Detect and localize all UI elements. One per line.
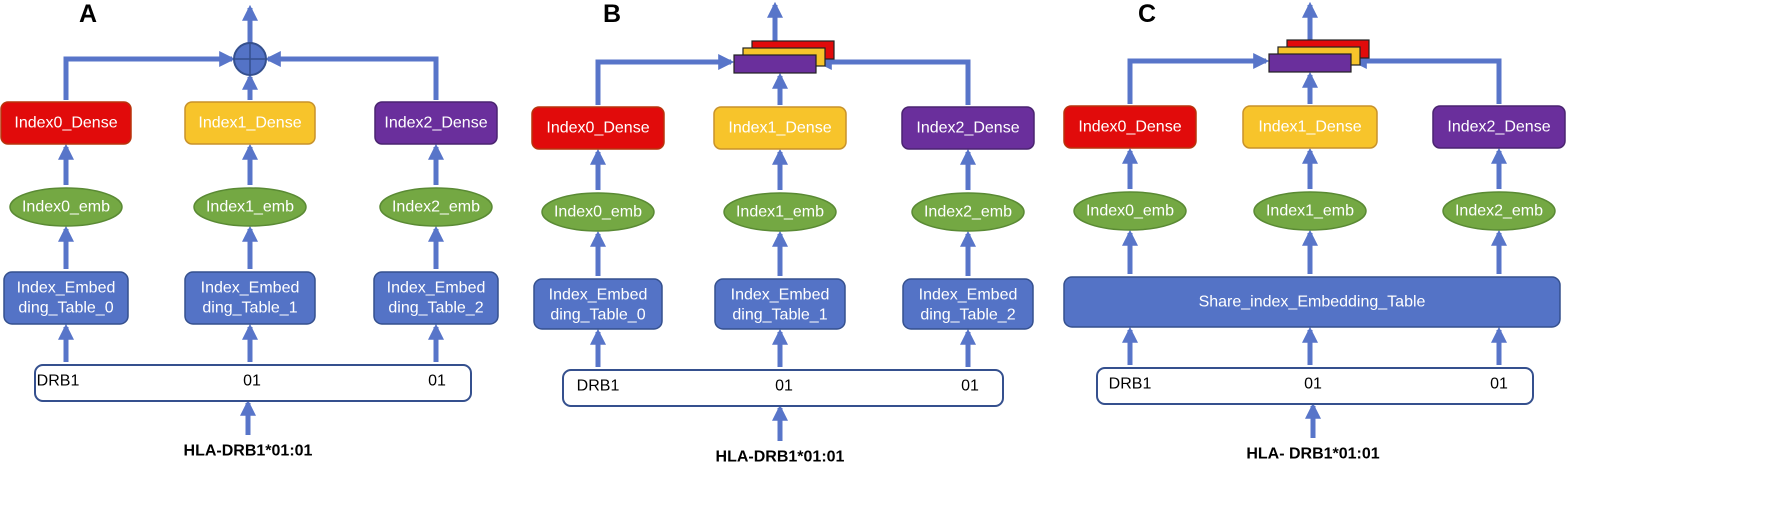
dense-label-0: Index0_Dense (14, 115, 117, 132)
input-token-box (1096, 367, 1534, 405)
concat-block-purple (733, 54, 817, 74)
input-token-box (34, 364, 472, 402)
dense-label-1: Index1_Dense (1258, 119, 1361, 136)
dense-label-2: Index2_Dense (384, 115, 487, 132)
embedding-table-label-line2-0: ding_Table_0 (18, 300, 113, 317)
embedding-label-0: Index0_emb (1086, 203, 1174, 220)
embedding-ellipse-2 (379, 187, 493, 227)
input-token-1: 01 (243, 373, 261, 390)
embedding-table-label-line2-2: ding_Table_2 (388, 300, 483, 317)
embedding-label-1: Index1_emb (736, 204, 824, 221)
dense-box-2 (901, 106, 1035, 150)
allele-caption: HLA- DRB1*01:01 (1246, 446, 1379, 463)
dense-box-1 (713, 106, 847, 150)
embedding-ellipse-0 (9, 187, 123, 227)
embedding-table-0 (533, 278, 663, 330)
dense-label-1: Index1_Dense (728, 120, 831, 137)
arrows-layer (57, 1, 1508, 441)
input-token-0: DRB1 (37, 373, 80, 390)
embedding-table-label-line2-2: ding_Table_2 (920, 307, 1015, 324)
embedding-table-1 (184, 271, 316, 325)
embedding-label-0: Index0_emb (554, 204, 642, 221)
dense-box-1 (184, 101, 316, 145)
embedding-table-2 (902, 278, 1034, 330)
input-token-2: 01 (1490, 376, 1508, 393)
panel-label: C (1138, 0, 1156, 28)
panel-label: B (603, 0, 621, 28)
embedding-ellipse-2 (911, 192, 1025, 232)
arrow-dense0-to-combine (595, 53, 735, 105)
embedding-table-label-line1-1: Index_Embed (201, 280, 300, 297)
dense-label-0: Index0_Dense (546, 120, 649, 137)
input-token-box (562, 369, 1004, 407)
embedding-table-label-line2-0: ding_Table_0 (550, 307, 645, 324)
concat-block-purple (1268, 53, 1352, 73)
embedding-ellipse-0 (1073, 191, 1187, 231)
dense-box-2 (1432, 105, 1566, 149)
embedding-table-label-line1-2: Index_Embed (387, 280, 486, 297)
embedding-table-label-line1-0: Index_Embed (549, 287, 648, 304)
input-token-0: DRB1 (577, 378, 620, 395)
dense-box-0 (531, 106, 665, 150)
embedding-table-label-line2-1: ding_Table_1 (732, 307, 827, 324)
embedding-table-label-line1-1: Index_Embed (731, 287, 830, 304)
dense-box-0 (0, 101, 132, 145)
embedding-label-0: Index0_emb (22, 199, 110, 216)
input-token-1: 01 (1304, 376, 1322, 393)
dense-box-1 (1242, 105, 1378, 149)
panel-b: B Index0_Dense Index1_Dense Index2_DenseInd… (531, 0, 1035, 466)
embedding-table-label-line2-1: ding_Table_1 (202, 300, 297, 317)
embedding-label-2: Index2_emb (924, 204, 1012, 221)
embedding-ellipse-1 (193, 187, 307, 227)
embedding-table-label-line1-2: Index_Embed (919, 287, 1018, 304)
dense-label-1: Index1_Dense (198, 115, 301, 132)
embedding-table-1 (714, 278, 846, 330)
input-token-2: 01 (428, 373, 446, 390)
panel-c: C Index0_Dense Index1_Dense Index2_DenseInd… (1063, 0, 1566, 463)
arrow-dense2-to-combine (815, 53, 971, 105)
panel-label: A (79, 0, 97, 28)
dense-box-2 (374, 101, 498, 145)
embedding-label-2: Index2_emb (1455, 203, 1543, 220)
embedding-ellipse-2 (1442, 191, 1556, 231)
arrow-dense0-to-combine (63, 50, 236, 100)
embedding-table-label-line1-0: Index_Embed (17, 280, 116, 297)
dense-label-0: Index0_Dense (1078, 119, 1181, 136)
input-token-0: DRB1 (1109, 376, 1152, 393)
embedding-label-1: Index1_emb (206, 199, 294, 216)
shared-embedding-table-label: Share_index_Embedding_Table (1199, 294, 1426, 311)
arrow-dense2-to-combine (1350, 52, 1502, 104)
input-token-2: 01 (961, 378, 979, 395)
embedding-ellipse-0 (541, 192, 655, 232)
panel-a: A Index0_Dense Index1_Dense Index2_DenseInd… (0, 0, 499, 460)
embedding-label-1: Index1_emb (1266, 203, 1354, 220)
embedding-table-2 (373, 271, 499, 325)
input-token-1: 01 (775, 378, 793, 395)
allele-caption: HLA-DRB1*01:01 (184, 443, 313, 460)
arrow-dense0-to-combine (1127, 52, 1270, 104)
embedding-table-0 (3, 271, 129, 325)
dense-label-2: Index2_Dense (916, 120, 1019, 137)
embedding-label-2: Index2_emb (392, 199, 480, 216)
embedding-ellipse-1 (1253, 191, 1367, 231)
embedding-ellipse-1 (723, 192, 837, 232)
dense-label-2: Index2_Dense (1447, 119, 1550, 136)
allele-caption: HLA-DRB1*01:01 (716, 449, 845, 466)
dense-box-0 (1063, 105, 1197, 149)
arrow-dense2-to-combine (264, 50, 439, 100)
shared-embedding-table (1063, 276, 1561, 328)
